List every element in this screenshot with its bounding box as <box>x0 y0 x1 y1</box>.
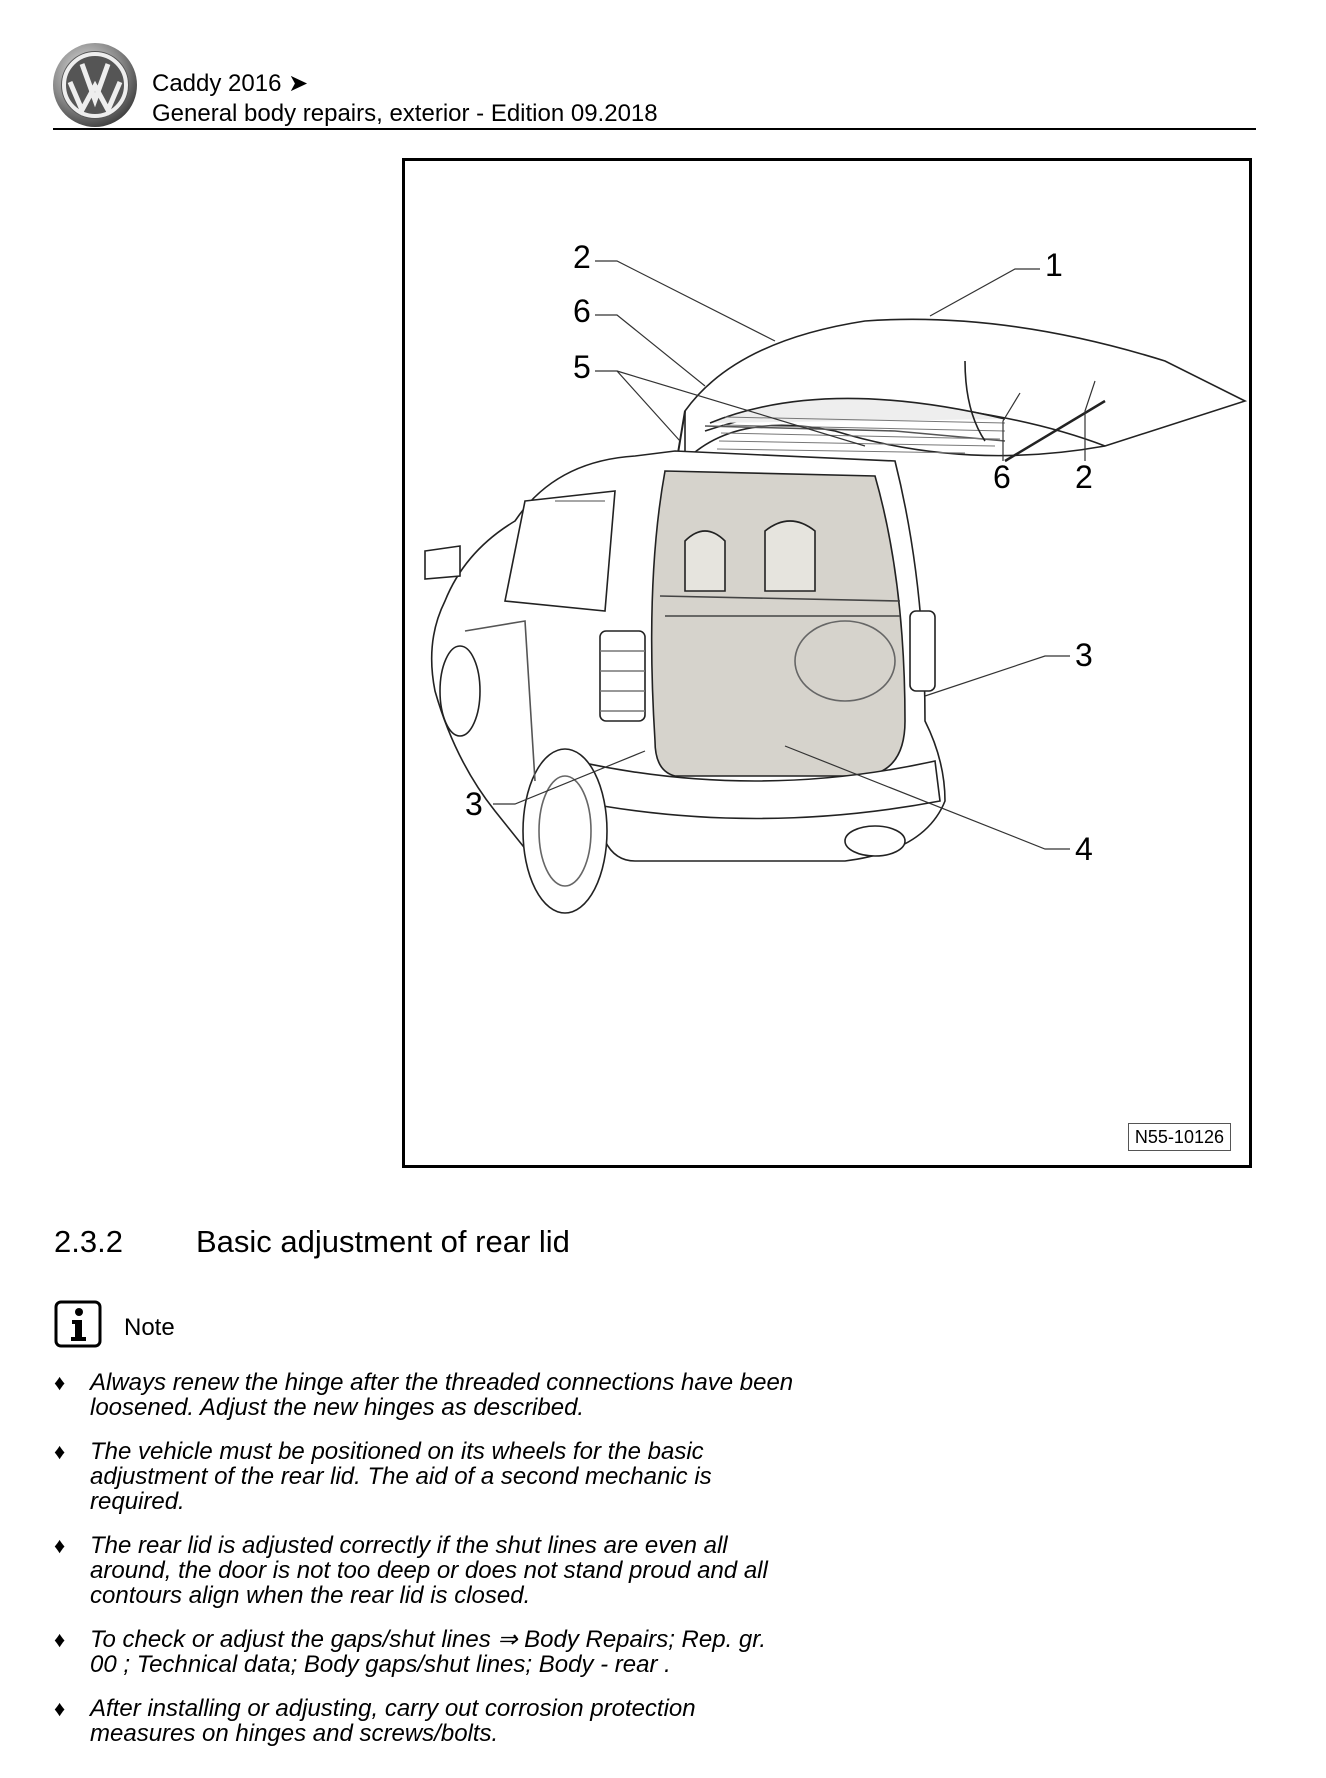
figure-frame: 2 6 5 1 6 2 3 3 4 N55-10126 <box>402 158 1252 1168</box>
list-item-text: After installing or adjusting, carry out… <box>90 1695 696 1747</box>
callout-4: 4 <box>1075 831 1093 867</box>
diamond-icon: ♦ <box>54 1439 66 1464</box>
diamond-icon: ♦ <box>54 1627 66 1652</box>
list-item: ♦ To check or adjust the gaps/shut lines … <box>54 1627 794 1677</box>
section-number: 2.3.2 <box>54 1224 123 1259</box>
list-item-text: Always renew the hinge after the threade… <box>90 1369 794 1421</box>
figure-reference: N55-10126 <box>1127 1123 1231 1151</box>
callout-2-right: 2 <box>1075 459 1093 495</box>
vehicle-illustration <box>424 260 1248 914</box>
list-item-text: To check or adjust the gaps/shut lines ⇒… <box>90 1626 767 1678</box>
list-item-text: The rear lid is adjusted correctly if th… <box>90 1532 768 1609</box>
callout-6-right: 6 <box>993 459 1011 495</box>
list-item-text: The vehicle must be positioned on its wh… <box>90 1438 712 1515</box>
note-label: Note <box>124 1314 175 1341</box>
diamond-icon: ♦ <box>54 1370 66 1395</box>
vw-logo-icon <box>53 43 137 127</box>
header-subtitle: General body repairs, exterior - Edition… <box>152 100 658 127</box>
list-item: ♦ Always renew the hinge after the thread… <box>54 1370 794 1420</box>
callout-3-right: 3 <box>1075 637 1093 673</box>
callout-2-left: 2 <box>573 239 591 275</box>
callout-3-left: 3 <box>465 786 483 822</box>
header-divider <box>53 128 1256 130</box>
list-item: ♦ After installing or adjusting, carry ou… <box>54 1696 794 1746</box>
list-item: ♦ The rear lid is adjusted correctly if t… <box>54 1533 794 1608</box>
note-bullet-list: ♦ Always renew the hinge after the thread… <box>54 1370 794 1765</box>
section-title: Basic adjustment of rear lid <box>196 1224 570 1259</box>
list-item: ♦ The vehicle must be positioned on its w… <box>54 1439 794 1514</box>
header-model: Caddy 2016 ➤ <box>152 70 309 97</box>
diamond-icon: ♦ <box>54 1533 66 1558</box>
callout-5: 5 <box>573 349 591 385</box>
diamond-icon: ♦ <box>54 1696 66 1721</box>
callout-1: 1 <box>1045 247 1063 283</box>
info-icon <box>54 1300 102 1348</box>
callout-6-left: 6 <box>573 293 591 329</box>
